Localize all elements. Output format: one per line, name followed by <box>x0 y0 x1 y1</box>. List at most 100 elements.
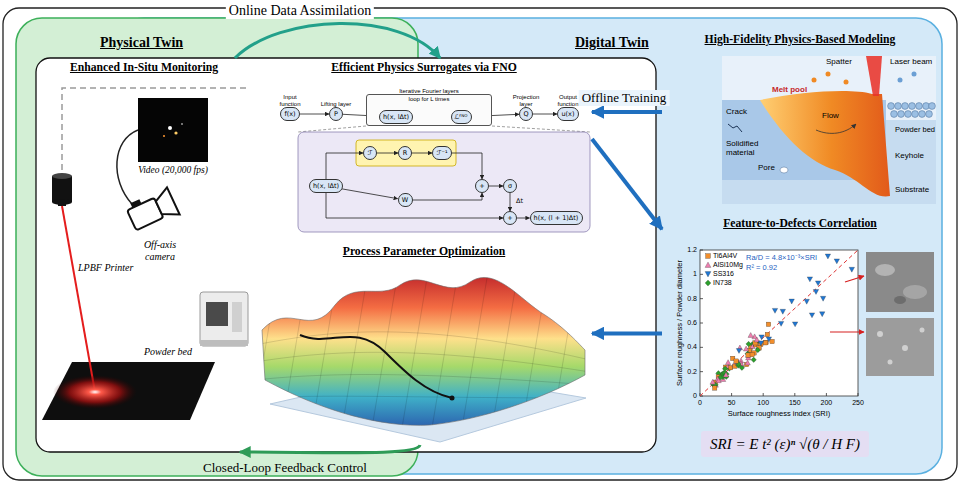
monitoring-illustration <box>52 199 72 205</box>
melt-pool-illustration <box>898 78 903 83</box>
part-label: Melt pool <box>772 85 807 94</box>
roughness-scatter-plot <box>877 331 883 337</box>
optimization-surface <box>250 260 610 440</box>
flow-arrow <box>377 153 398 154</box>
node-text: R <box>403 149 408 157</box>
data-point <box>809 313 814 318</box>
data-point <box>759 335 764 340</box>
data-point <box>807 277 812 282</box>
data-point <box>750 352 754 356</box>
melt-pool-illustration <box>905 111 912 118</box>
part-label: Powder bed <box>895 126 935 135</box>
node-text: Q <box>523 110 528 118</box>
linear-weight-node: W <box>398 193 413 207</box>
data-point <box>815 281 820 286</box>
melt-pool-illustration <box>844 80 849 85</box>
flow-arrow <box>452 153 482 179</box>
tick-label: 1.2 <box>687 246 697 254</box>
device-label: Powder bed <box>144 346 192 358</box>
data-point <box>755 347 760 352</box>
roughness-scatter-plot <box>875 264 895 276</box>
melt-pool-illustration <box>780 167 788 173</box>
tick-label: 0.6 <box>687 319 697 327</box>
input-function-node: f(x)Input function <box>280 107 300 121</box>
tick-label: 200 <box>821 399 833 407</box>
melt-pool-illustration <box>888 103 936 118</box>
roughness-scatter-plot <box>700 250 858 396</box>
monitoring-illustration <box>163 135 165 137</box>
projection-layer-node: QProjection layer <box>519 107 533 121</box>
data-point <box>734 359 738 363</box>
device-label: LPBF Printer <box>78 262 133 274</box>
layer-heading: Iterative Fourier layers <box>367 88 491 94</box>
data-point <box>710 379 715 384</box>
data-point <box>849 267 854 272</box>
melt-pool-illustration <box>919 111 926 118</box>
section-title: Feature-to-Defects Correlation <box>662 214 938 230</box>
edge-label: Closed-Loop Feedback Control <box>200 460 370 476</box>
data-point <box>820 312 825 317</box>
data-point <box>746 353 750 357</box>
data-point <box>825 254 830 259</box>
melt-pool-illustration <box>812 78 817 83</box>
output-function-node: u(x)Output function <box>557 107 579 121</box>
sri-equation-box: SRI = E t² (ε)ⁿ √(θ / H F) <box>701 431 869 457</box>
roughness-scatter-plot <box>920 328 925 333</box>
node-text: + <box>479 182 484 190</box>
frames <box>3 8 957 480</box>
monitoring-illustration <box>168 126 172 130</box>
lifting-layer-node: PLifting layer <box>329 107 343 121</box>
melt-pool-illustration <box>909 103 916 110</box>
loop-note: loop for L times <box>367 95 491 103</box>
sum-node: + <box>475 179 489 193</box>
melt-pool-illustration <box>722 56 936 204</box>
optimization-surface <box>300 335 452 398</box>
layer-heading: Projection layer <box>508 94 544 107</box>
data-point <box>804 299 809 304</box>
process-arrow <box>592 331 662 335</box>
data-point <box>770 339 774 343</box>
data-point <box>713 386 717 390</box>
part-label: Spatter <box>826 57 852 66</box>
melt-pool-illustration <box>760 91 890 196</box>
fno-operator-node: ℒᶠᴺᴼ <box>451 110 472 124</box>
hidden-state-node: h(x, lΔt) <box>379 110 413 124</box>
data-point <box>772 308 777 313</box>
node-text: u(x) <box>561 110 574 118</box>
data-point <box>765 332 769 336</box>
data-point <box>723 372 728 377</box>
monitoring-illustration <box>181 123 183 125</box>
flow-arrow <box>326 193 503 218</box>
legend-text: Ti6Al4V <box>713 252 737 260</box>
region-title: Physical Twin <box>100 35 183 51</box>
data-point <box>722 366 727 371</box>
data-point <box>813 290 818 295</box>
data-point <box>778 321 783 326</box>
edge-label: Online Data Assimilation <box>226 3 374 19</box>
physics-model-panel: High-Fidelity Physics-Based Modeling <box>662 30 938 208</box>
node-text: h(x, lΔt) <box>383 113 409 121</box>
monitoring-illustration <box>52 176 72 202</box>
optimization-surface <box>255 332 590 398</box>
roughness-scatter-plot <box>894 296 906 304</box>
node-text: P <box>334 110 338 118</box>
edge-label: Offline Training <box>579 90 670 106</box>
part-label: Substrate <box>895 185 929 194</box>
process-arrow <box>240 445 420 453</box>
data-point <box>780 309 785 314</box>
region-title: Digital Twin <box>575 35 649 51</box>
part-label: Keyhole <box>895 151 924 160</box>
tick-label: 150 <box>789 399 801 407</box>
tick-label: 0 <box>693 392 697 400</box>
melt-pool-illustration <box>929 103 936 110</box>
melt-pool-illustration <box>912 72 917 77</box>
section-title: Enhanced In-Situ Monitoring <box>36 58 252 74</box>
fno-panel: Efficient Physics Surrogates via FNOf(x)… <box>256 58 592 238</box>
legend-text: AlSi10Mg <box>713 261 743 269</box>
tick-label: 250 <box>852 399 864 407</box>
melt-pool-illustration <box>912 111 919 118</box>
fit-annotation: Ra/D = 4.8×10⁻³×SRI <box>746 254 817 263</box>
node-text: f(x) <box>284 110 295 118</box>
activation-node: σ <box>503 179 517 193</box>
tick-label: 100 <box>757 399 769 407</box>
